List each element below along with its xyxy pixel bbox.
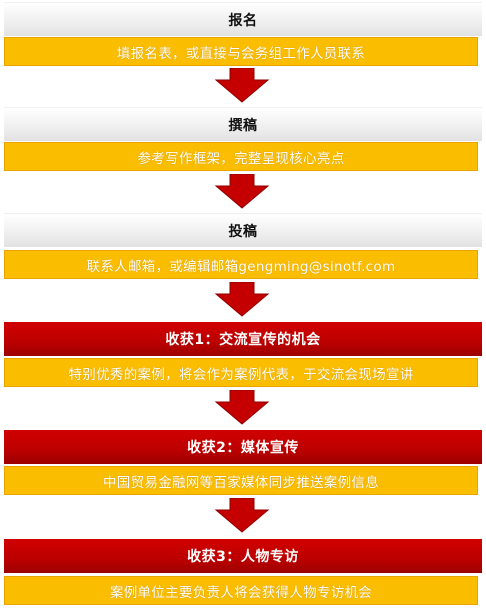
step-6-header: 收获3：人物专访	[4, 539, 482, 573]
down-arrow-icon	[214, 390, 270, 425]
step-3-description-text: 联系人邮箱，或编辑邮箱gengming@sinotf.com	[86, 258, 396, 275]
step-2-description: 参考写作框架，完整呈现核心亮点	[4, 142, 478, 171]
step-2-header: 撰稿	[4, 107, 482, 141]
step-6-title: 收获3：人物专访	[187, 549, 299, 565]
step-4-title: 收获1：交流宣传的机会	[165, 332, 321, 348]
step-4-description: 特别优秀的案例，将会作为案例代表，于交流会现场宣讲	[4, 358, 478, 387]
step-1-header: 报名	[4, 2, 482, 36]
down-arrow-icon	[214, 498, 270, 533]
down-arrow-icon	[214, 68, 270, 103]
step-2-title: 撰稿	[228, 117, 258, 134]
step-5-header: 收获2：媒体宣传	[4, 430, 482, 464]
step-3-description: 联系人邮箱，或编辑邮箱gengming@sinotf.com	[4, 250, 478, 279]
step-3-header: 投稿	[4, 213, 482, 247]
step-5-description-text: 中国贸易金融网等百家媒体同步推送案例信息	[103, 474, 379, 491]
step-1-description: 填报名表，或直接与会务组工作人员联系	[4, 37, 478, 66]
down-arrow-icon	[214, 282, 270, 317]
step-6-description-text: 案例单位主要负责人将会获得人物专访机会	[109, 584, 373, 601]
step-4-description-text: 特别优秀的案例，将会作为案例代表，于交流会现场宣讲	[68, 366, 414, 383]
step-2-description-text: 参考写作框架，完整呈现核心亮点	[137, 150, 345, 167]
step-5-title: 收获2：媒体宣传	[187, 440, 299, 456]
step-1-description-text: 填报名表，或直接与会务组工作人员联系	[116, 45, 366, 62]
step-1-title: 报名	[228, 12, 258, 29]
step-4-header: 收获1：交流宣传的机会	[4, 322, 482, 356]
step-5-description: 中国贸易金融网等百家媒体同步推送案例信息	[4, 466, 478, 495]
step-3-title: 投稿	[228, 223, 258, 240]
step-6-description: 案例单位主要负责人将会获得人物专访机会	[4, 576, 478, 605]
down-arrow-icon	[214, 174, 270, 209]
